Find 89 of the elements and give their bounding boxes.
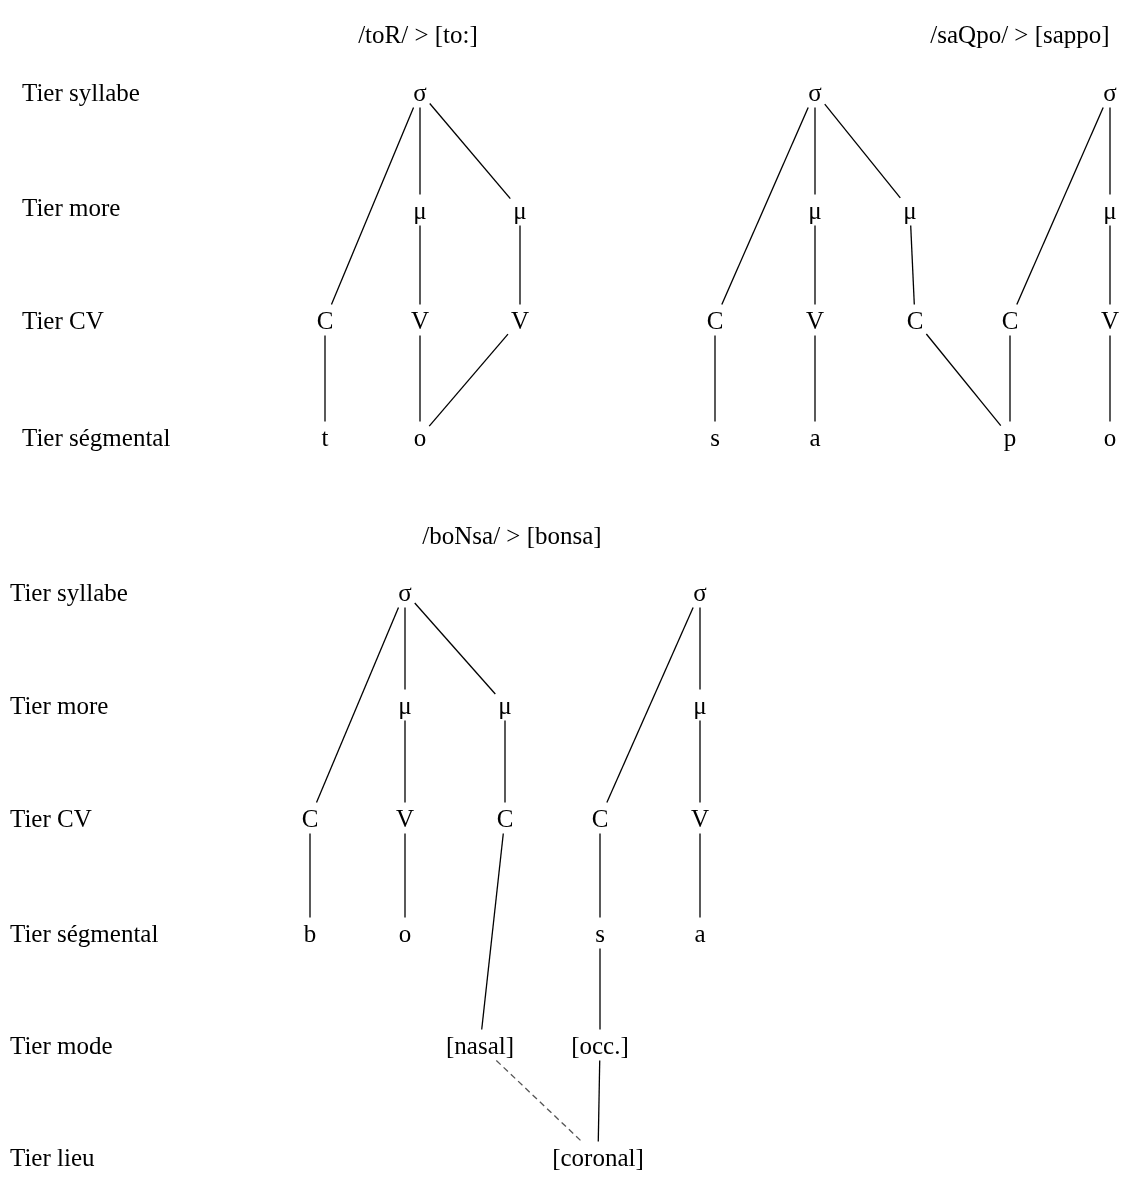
- association-line: [699, 606, 701, 691]
- segment-letter: a: [809, 424, 821, 450]
- association-line: [599, 947, 601, 1031]
- feature-label: [nasal]: [446, 1032, 514, 1058]
- association-line: [824, 103, 901, 199]
- association-line: [814, 334, 816, 423]
- association-line: [419, 106, 421, 196]
- association-line: [699, 832, 701, 919]
- cv-slot-letter: C: [1001, 307, 1019, 333]
- syllable-symbol: σ: [398, 579, 412, 605]
- association-line: [419, 334, 421, 423]
- association-line: [714, 334, 716, 423]
- syllable-symbol: σ: [808, 79, 822, 105]
- association-line: [1109, 224, 1111, 306]
- segment-letter: s: [595, 920, 605, 946]
- cv-slot-letter: V: [510, 307, 530, 333]
- feature-label: [occ.]: [571, 1032, 629, 1058]
- cv-slot-letter: V: [410, 307, 430, 333]
- cv-slot-letter: V: [690, 805, 710, 831]
- association-line: [404, 606, 406, 691]
- association-line: [404, 719, 406, 804]
- association-line: [814, 224, 816, 306]
- segment-letter: o: [1103, 424, 1117, 450]
- association-line: [330, 106, 415, 306]
- association-line: [925, 333, 1002, 427]
- association-line: [428, 333, 509, 427]
- mora-symbol: μ: [1103, 197, 1117, 223]
- segment-letter: o: [398, 920, 412, 946]
- cv-slot-letter: C: [301, 805, 319, 831]
- association-line: [910, 224, 915, 306]
- derivation-heading: /saQpo/ > [sappo]: [930, 21, 1110, 47]
- association-line: [504, 719, 506, 804]
- tier-label: Tier syllabe: [22, 79, 140, 105]
- mora-symbol: μ: [693, 692, 707, 718]
- association-line: [1109, 334, 1111, 423]
- tier-label: Tier lieu: [10, 1144, 95, 1170]
- association-line: [309, 832, 311, 919]
- tier-label: Tier ségmental: [22, 424, 171, 450]
- cv-slot-letter: C: [496, 805, 514, 831]
- tier-label: Tier CV: [22, 307, 104, 333]
- association-line: [599, 832, 601, 919]
- feature-label: [coronal]: [552, 1144, 644, 1170]
- segment-letter: s: [710, 424, 720, 450]
- tier-label: Tier ségmental: [10, 920, 159, 946]
- association-line: [324, 334, 326, 423]
- derivation-heading: /boNsa/ > [bonsa]: [422, 522, 602, 548]
- association-line: [1016, 106, 1104, 306]
- syllable-symbol: σ: [413, 79, 427, 105]
- dashed-association-line: [495, 1059, 583, 1143]
- association-line: [721, 106, 809, 306]
- cv-slot-letter: C: [706, 307, 724, 333]
- mora-symbol: μ: [903, 197, 917, 223]
- cv-slot-letter: V: [395, 805, 415, 831]
- mora-symbol: μ: [398, 692, 412, 718]
- association-line: [419, 224, 421, 306]
- tier-label: Tier mode: [10, 1032, 113, 1058]
- mora-symbol: μ: [413, 197, 427, 223]
- association-line: [481, 832, 504, 1031]
- association-line: [699, 719, 701, 804]
- mora-symbol: μ: [808, 197, 822, 223]
- cv-slot-letter: V: [1100, 307, 1120, 333]
- association-line: [519, 224, 521, 306]
- association-line: [414, 602, 496, 695]
- association-line: [1109, 106, 1111, 196]
- association-line: [606, 606, 694, 804]
- cv-slot-letter: V: [805, 307, 825, 333]
- tier-label: Tier more: [10, 692, 109, 718]
- cv-slot-letter: C: [591, 805, 609, 831]
- cv-slot-letter: C: [316, 307, 334, 333]
- segment-letter: t: [321, 424, 329, 450]
- mora-symbol: μ: [513, 197, 527, 223]
- syllable-symbol: σ: [693, 579, 707, 605]
- mora-symbol: μ: [498, 692, 512, 718]
- tier-label: Tier more: [22, 194, 121, 220]
- segment-letter: p: [1003, 424, 1017, 450]
- segment-letter: b: [303, 920, 317, 946]
- cv-slot-letter: C: [906, 307, 924, 333]
- association-line: [315, 606, 400, 804]
- association-line: [429, 102, 511, 200]
- association-line: [404, 832, 406, 919]
- association-line: [1009, 334, 1011, 423]
- tier-label: Tier CV: [10, 805, 92, 831]
- segment-letter: o: [413, 424, 427, 450]
- derivation-heading: /toR/ > [to:]: [358, 21, 478, 47]
- association-line: [597, 1059, 601, 1143]
- segment-letter: a: [694, 920, 706, 946]
- tier-label: Tier syllabe: [10, 579, 128, 605]
- syllable-symbol: σ: [1103, 79, 1117, 105]
- association-line: [814, 106, 816, 196]
